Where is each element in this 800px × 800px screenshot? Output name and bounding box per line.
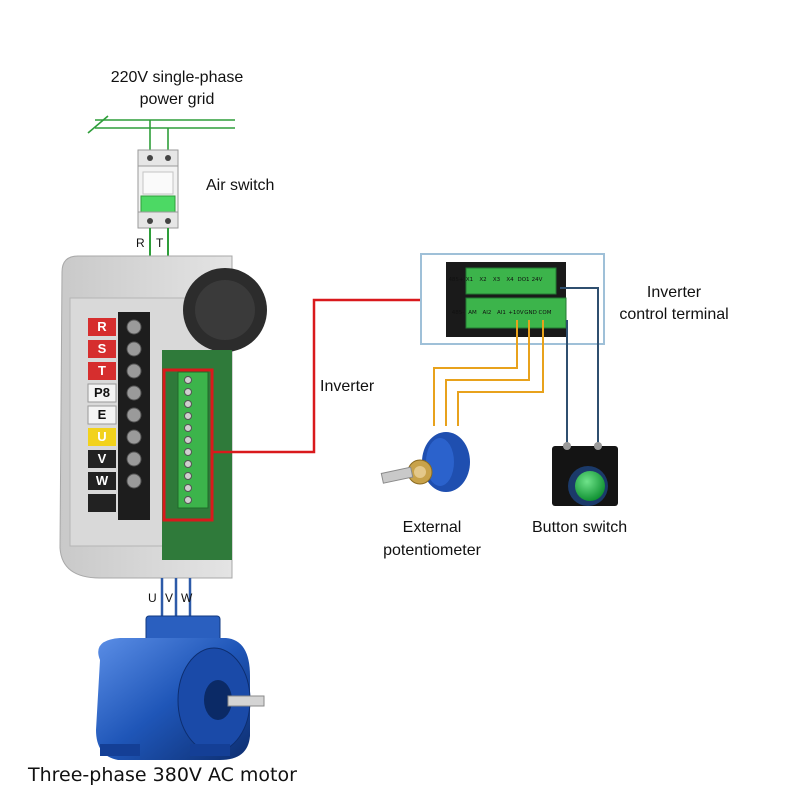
power-grid-wires <box>87 115 235 152</box>
control-terminal-label: 24V <box>532 277 543 283</box>
control-terminal-label-line1: Inverter <box>646 284 702 301</box>
control-terminal-label: +10V <box>508 310 524 316</box>
air-switch-device <box>137 149 179 229</box>
pcb-screw <box>184 460 192 468</box>
pcb-screw <box>184 484 192 492</box>
potentiometer-wires <box>433 320 544 426</box>
terminal-screw <box>126 429 142 445</box>
inverter-terminal-t: T <box>98 363 106 378</box>
control-terminal-label: AI2 <box>483 310 492 316</box>
pcb-screw <box>184 436 192 444</box>
pcb-screw <box>184 424 192 432</box>
button-switch-label: Button switch <box>532 519 628 536</box>
potentiometer-label-line2: potentiometer <box>383 542 481 559</box>
potentiometer-device <box>380 432 470 492</box>
inverter-label: Inverter <box>320 378 375 395</box>
control-terminal-label-line2: control terminal <box>619 306 729 323</box>
terminal-screw <box>126 473 142 489</box>
terminal-screw <box>126 407 142 423</box>
control-terminal-label: GND <box>524 310 537 316</box>
control-terminal-label: X1 <box>466 277 473 283</box>
control-terminal-label: COM <box>539 310 552 316</box>
motor-device <box>96 615 265 760</box>
uvw-w-label: W <box>181 591 193 605</box>
uvw-v-label: V <box>165 591 174 605</box>
button-switch-device <box>552 442 618 506</box>
inverter-device <box>59 255 267 579</box>
control-terminal-label: X4 <box>506 277 514 283</box>
button-switch-wires <box>560 287 599 446</box>
rt-t-label: T <box>156 236 164 250</box>
motor-label: Three-phase 380V AC motor <box>28 764 297 786</box>
terminal-screw <box>126 385 142 401</box>
control-terminal-label: 485- <box>452 310 464 316</box>
pcb-screw <box>184 412 192 420</box>
terminal-screw <box>126 363 142 379</box>
control-terminal-label: X3 <box>493 277 501 283</box>
pcb-screw <box>184 472 192 480</box>
terminal-screw <box>126 319 142 335</box>
power-grid-label-line2: power grid <box>139 91 215 108</box>
control-terminal-label: AI1 <box>497 310 506 316</box>
pcb-screw <box>184 388 192 396</box>
control-terminal-device <box>420 253 605 345</box>
inverter-terminal-v: V <box>98 451 107 466</box>
potentiometer-label-line1: External <box>402 519 462 536</box>
pcb-terminal-screws <box>184 376 192 504</box>
signal-wire <box>212 298 426 454</box>
pcb-screw <box>184 376 192 384</box>
inverter-terminal-e: E <box>98 407 107 422</box>
control-terminal-label: X2 <box>479 277 486 283</box>
inverter-terminal-s: S <box>98 341 107 356</box>
control-terminal-label: AM <box>468 310 477 316</box>
inverter-terminal-r: R <box>97 319 107 334</box>
air-switch-label: Air switch <box>206 177 275 194</box>
inverter-terminal-p8: P8 <box>94 385 110 400</box>
rt-r-label: R <box>136 236 145 250</box>
power-grid-label-line1: 220V single-phase <box>110 69 244 86</box>
uvw-u-label: U <box>148 591 157 605</box>
pcb-screw <box>184 448 192 456</box>
pcb-screw <box>184 496 192 504</box>
inverter-terminal-u: U <box>97 429 106 444</box>
inverter-terminal-w: W <box>96 473 109 488</box>
terminal-screw <box>126 341 142 357</box>
control-terminal-label: DO1 <box>517 277 529 283</box>
terminal-screw <box>126 451 142 467</box>
motor-wires <box>160 578 192 618</box>
pcb-screw <box>184 400 192 408</box>
inverter-screws <box>126 319 142 489</box>
control-terminal-label: 485+ <box>448 277 463 283</box>
